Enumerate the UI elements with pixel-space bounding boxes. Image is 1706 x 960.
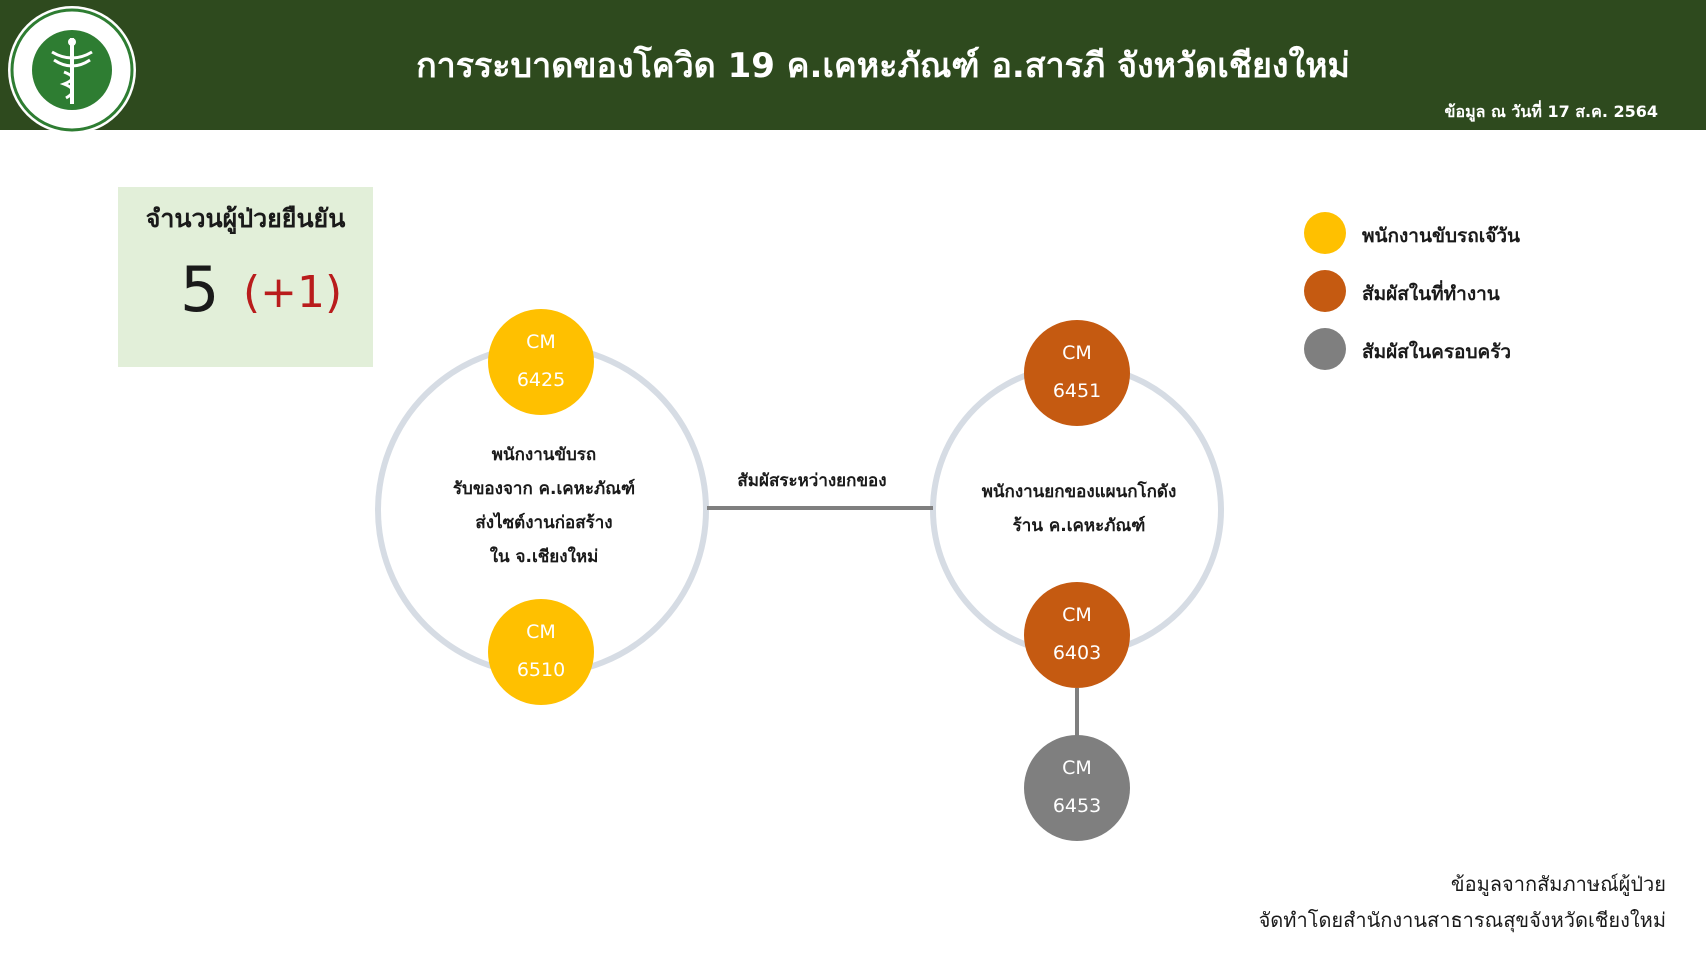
cluster-text-line: พนักงานยกของแผนกโกดัง [982, 481, 1177, 502]
case-node-prefix: CM [1062, 604, 1092, 626]
footer-author: จัดทำโดยสำนักงานสาธารณสุขจังหวัดเชียงใหม… [1258, 908, 1666, 932]
header-bar: การระบาดของโควิด 19 ค.เคหะภัณฑ์ อ.สารภี … [0, 0, 1706, 134]
case-node-circle [488, 599, 594, 705]
case-node-prefix: CM [1062, 342, 1092, 364]
case-node-6403[interactable]: CM 6403 [1024, 582, 1130, 688]
cluster-text-line: ใน จ.เชียงใหม่ [490, 546, 599, 567]
case-node-number: 6425 [517, 369, 565, 391]
legend-label: สัมผัสในที่ทำงาน [1362, 283, 1500, 305]
legend-label: สัมผัสในครอบครัว [1362, 341, 1512, 363]
legend-label: พนักงานขับรถเจ๊วัน [1362, 225, 1520, 247]
cluster-text-line: ส่งไซต์งานก่อสร้าง [475, 512, 612, 533]
case-node-circle [1024, 735, 1130, 841]
case-node-prefix: CM [1062, 757, 1092, 779]
contact-link-label: สัมผัสระหว่างยกของ [737, 471, 886, 491]
data-date: ข้อมูล ณ วันที่ 17 ส.ค. 2564 [1444, 102, 1658, 121]
confirmed-cases-label: จำนวนผู้ป่วยยืนยัน [145, 204, 346, 233]
confirmed-cases-delta: (+1) [243, 267, 343, 318]
case-node-number: 6451 [1053, 380, 1101, 402]
confirmed-cases-box: จำนวนผู้ป่วยยืนยัน 5 (+1) [118, 187, 373, 367]
confirmed-cases-value: 5 [180, 253, 220, 326]
legend-swatch [1304, 212, 1346, 254]
cluster-text-line: ร้าน ค.เคหะภัณฑ์ [1013, 515, 1146, 536]
case-node-circle [1024, 582, 1130, 688]
case-node-6451[interactable]: CM 6451 [1024, 320, 1130, 426]
page-title: การระบาดของโควิด 19 ค.เคหะภัณฑ์ อ.สารภี … [416, 46, 1350, 86]
cluster-text-line: รับของจาก ค.เคหะภัณฑ์ [453, 478, 635, 499]
case-node-number: 6403 [1053, 642, 1101, 664]
case-node-circle [1024, 320, 1130, 426]
case-node-6453[interactable]: CM 6453 [1024, 735, 1130, 841]
case-node-circle [488, 309, 594, 415]
case-node-6510[interactable]: CM 6510 [488, 599, 594, 705]
footer-source: ข้อมูลจากสัมภาษณ์ผู้ป่วย [1450, 872, 1666, 896]
cluster-text-line: พนักงานขับรถ [492, 445, 596, 465]
case-node-prefix: CM [526, 621, 556, 643]
ministry-logo-icon [8, 6, 136, 134]
footer-credits: ข้อมูลจากสัมภาษณ์ผู้ป่วย จัดทำโดยสำนักงา… [1259, 866, 1666, 938]
legend-swatch [1304, 270, 1346, 312]
legend-swatch [1304, 328, 1346, 370]
case-node-6425[interactable]: CM 6425 [488, 309, 594, 415]
case-node-prefix: CM [526, 331, 556, 353]
case-node-number: 6453 [1053, 795, 1101, 817]
case-node-number: 6510 [517, 659, 565, 681]
